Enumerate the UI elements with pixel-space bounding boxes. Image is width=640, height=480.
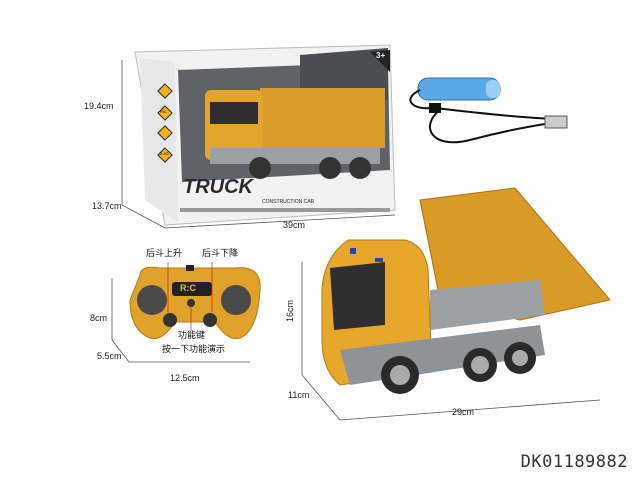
- controller-depth-label: 5.5cm: [97, 351, 122, 361]
- usb-cable-image: [409, 89, 568, 144]
- box-height-label: 19.4cm: [84, 101, 114, 111]
- function-key-desc: 按一下功能演示: [162, 345, 226, 355]
- controller-image: [129, 262, 261, 340]
- rc-badge: R/C: [160, 109, 167, 114]
- box-depth-label: 13.7cm: [92, 201, 122, 211]
- box-image: [134, 44, 396, 226]
- truck-depth-label: 11cm: [288, 390, 310, 400]
- truck-dimension-lines: [301, 262, 601, 421]
- box-dimension-lines: [121, 60, 396, 229]
- frequency-badge: 2.4G: [160, 151, 169, 156]
- truck-height-label: 16cm: [285, 299, 296, 322]
- box-brand-subtext: CONSTRUCTION CAR: [262, 199, 315, 205]
- function-key-label: 功能键: [178, 331, 206, 341]
- truck-image: [321, 187, 611, 394]
- box-brand-text: TRUCK: [183, 176, 253, 198]
- controller-logo: R:C: [180, 283, 196, 293]
- controller-dimension-lines: [111, 278, 250, 363]
- right-button-label: 后斗下降: [202, 249, 239, 259]
- truck-length-label: 29cm: [452, 407, 475, 417]
- age-badge: 3+: [376, 51, 386, 60]
- battery-image: [417, 77, 501, 101]
- box-width-label: 39cm: [283, 220, 306, 230]
- controller-width-label: 12.5cm: [170, 373, 200, 383]
- sku-code: DK01189882: [520, 452, 628, 473]
- controller-height-label: 8cm: [90, 313, 108, 323]
- left-button-label: 后斗上升: [146, 249, 183, 259]
